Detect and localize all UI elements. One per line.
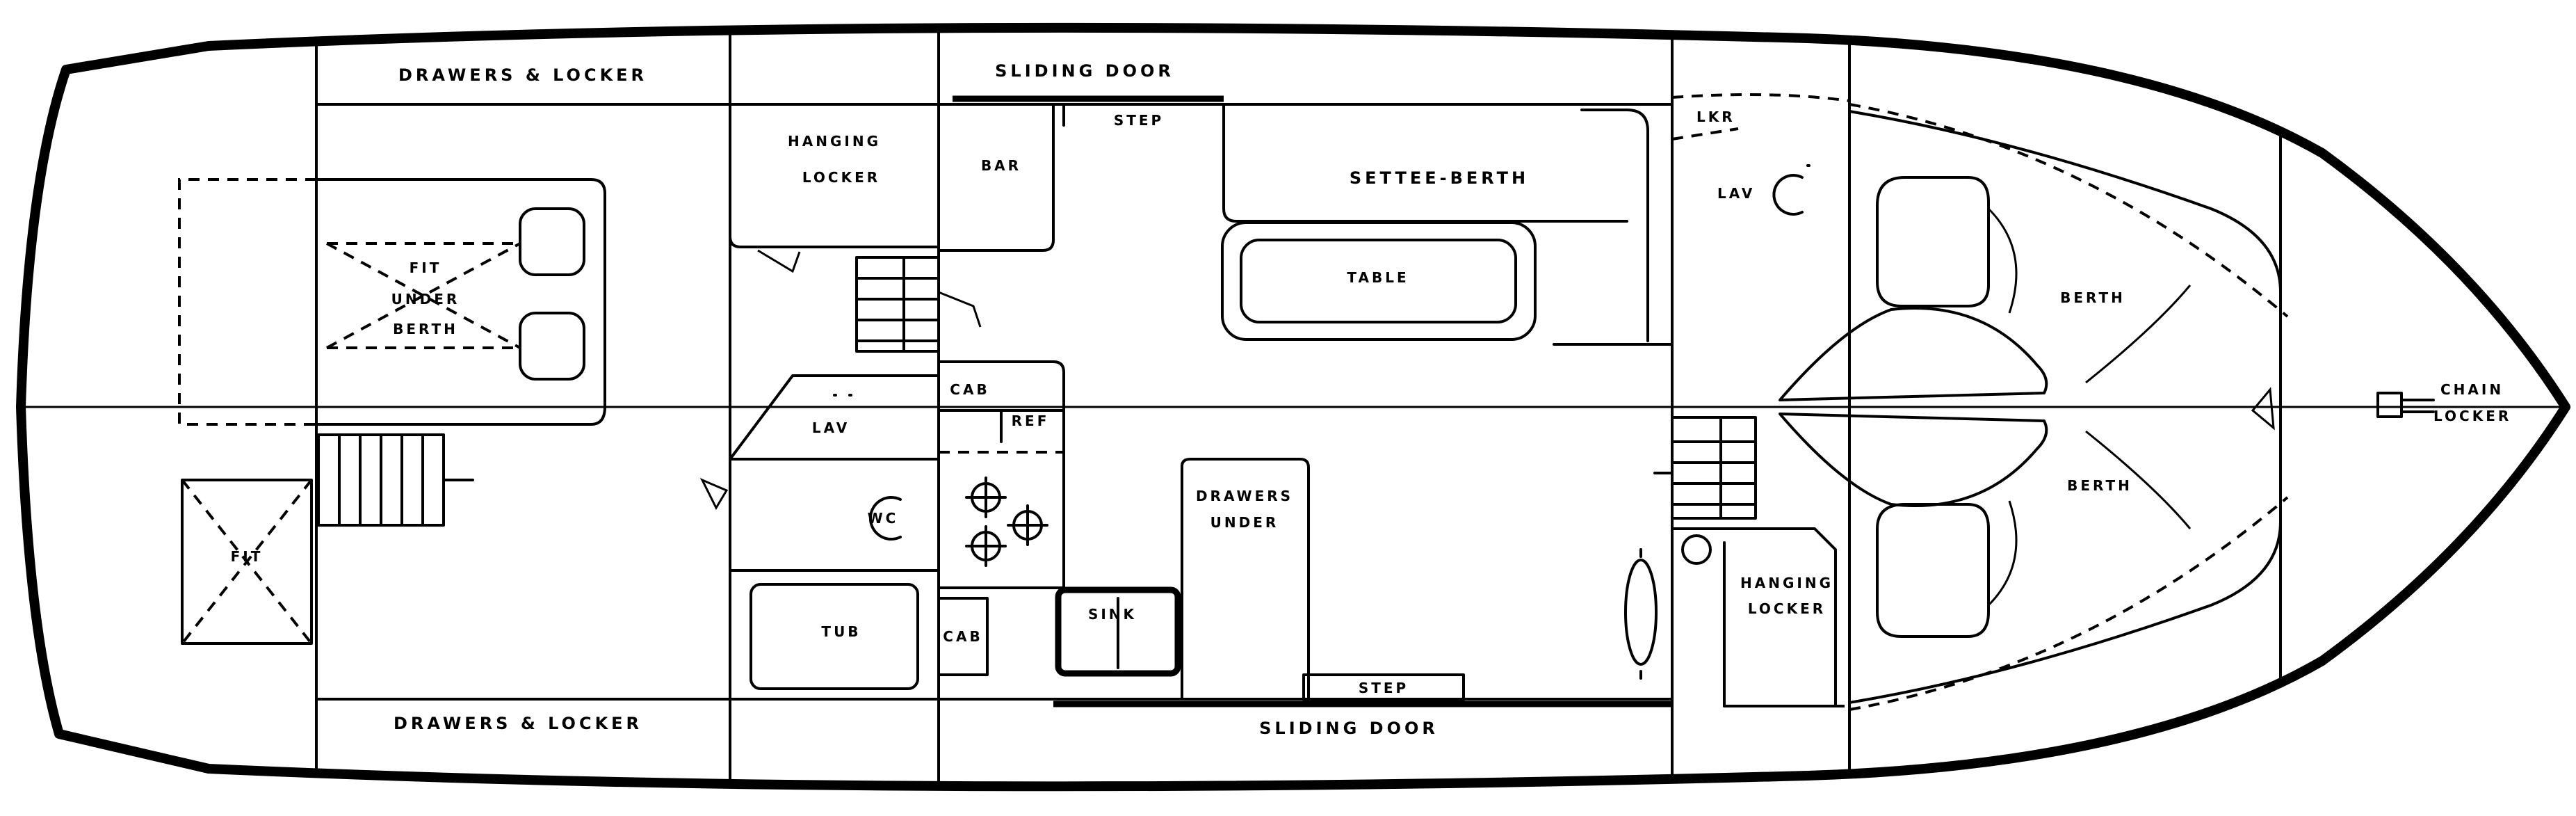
label-step-top: STEP [1114, 112, 1164, 129]
label-hanging-locker-fwd-2: LOCKER [1748, 600, 1826, 617]
hull-outline [16, 22, 2570, 792]
chain-locker-symbol [2376, 392, 2435, 418]
galley [937, 360, 1465, 701]
salon [1062, 103, 1674, 346]
aft-head [699, 374, 940, 701]
label-sliding-door-top: SLIDING DOOR [995, 61, 1174, 81]
label-drawers-under-1: DRAWERS [1196, 488, 1293, 504]
forward-bulkhead-area [1624, 416, 1849, 707]
label-fwd-lav: LAV [1717, 185, 1755, 202]
aft-lockers [729, 103, 1055, 273]
center-stairs [855, 256, 982, 353]
label-tub: TUB [821, 623, 861, 640]
label-cab-lower: CAB [943, 628, 982, 645]
label-hanging-locker-aft-1: HANGING [788, 133, 881, 150]
label-berth-lower: BERTH [2067, 477, 2132, 494]
label-sliding-door-bottom: SLIDING DOOR [1259, 719, 1439, 738]
label-sink: SINK [1088, 606, 1137, 623]
label-chain-1: CHAIN [2440, 381, 2504, 398]
label-chain-2: LOCKER [2433, 408, 2511, 424]
label-drawers-locker-top: DRAWERS & LOCKER [398, 65, 647, 85]
forward-lav [1671, 93, 1850, 216]
label-drawers-locker-bottom: DRAWERS & LOCKER [394, 714, 642, 733]
label-fit-aft: FIT [231, 548, 264, 565]
label-wc: WC [868, 510, 899, 527]
label-fit-under-2: UNDER [391, 291, 460, 307]
label-fit-under-3: BERTH [393, 321, 458, 337]
label-cab-upper: CAB [950, 381, 989, 398]
aft-stairs [317, 433, 474, 527]
label-settee-berth: SETTEE-BERTH [1350, 168, 1529, 188]
label-lav-aft: LAV [812, 419, 850, 436]
label-table: TABLE [1347, 269, 1409, 286]
label-step-bottom: STEP [1359, 680, 1409, 696]
aft-stateroom [178, 178, 606, 426]
labels: DRAWERS & LOCKER SLIDING DOOR STEP HANGI… [231, 61, 2511, 738]
label-ref: REF [1012, 413, 1050, 429]
label-hanging-locker-fwd-1: HANGING [1740, 575, 1833, 591]
label-drawers-under-2: UNDER [1210, 514, 1279, 531]
label-hanging-locker-aft-2: LOCKER [802, 169, 880, 186]
aft-hatch [181, 479, 313, 645]
label-berth-upper: BERTH [2060, 289, 2125, 306]
label-fwd-lkr: LKR [1696, 109, 1735, 125]
label-bar: BAR [981, 157, 1021, 174]
label-fit-under-1: FIT [410, 259, 442, 276]
v-berth [1779, 103, 2289, 711]
